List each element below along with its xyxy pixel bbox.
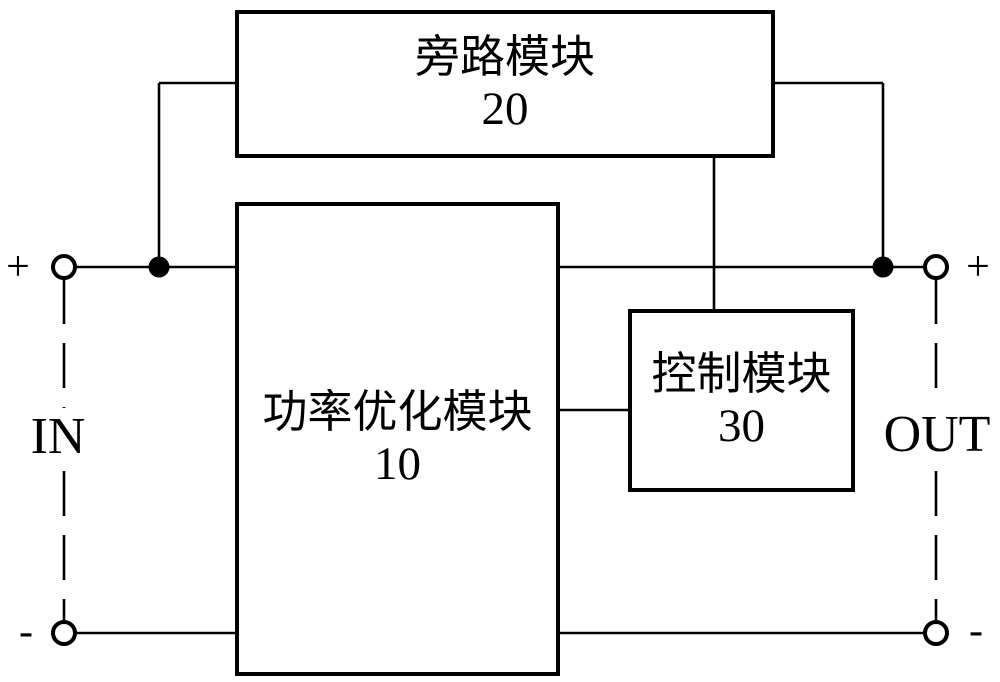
module-bypass-label: 旁路模块 [414,32,595,83]
junction-dot-right [872,256,894,278]
module-control-ref: 30 [718,399,765,452]
module-bypass-ref: 20 [481,83,529,136]
terminal-circle-input-positive [51,254,77,280]
output-positive-sign: + [966,244,990,290]
module-box-control: 控制模块 30 [628,309,855,492]
output-port-label: OUT [878,406,996,464]
terminal-circle-output-negative [923,620,949,646]
module-control-label: 控制模块 [651,348,832,399]
terminal-circle-input-negative [51,620,77,646]
input-negative-sign: - [19,609,33,655]
module-power-label: 功率优化模块 [262,387,533,438]
output-negative-sign: - [969,608,983,654]
module-box-power-optimizer: 功率优化模块 10 [235,202,560,676]
terminal-circle-output-positive [923,254,949,280]
module-box-bypass: 旁路模块 20 [235,10,775,158]
input-positive-sign: + [6,244,30,290]
input-port-label: IN [25,408,91,466]
junction-dot-left [148,256,170,278]
module-power-ref: 10 [374,438,421,491]
